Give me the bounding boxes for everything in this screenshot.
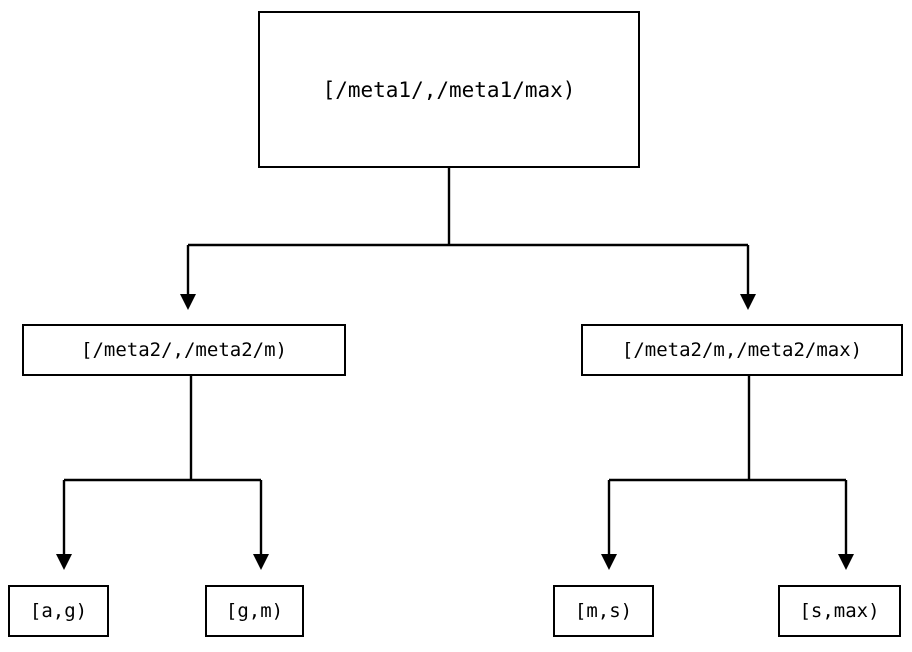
node-mid-left-label: [/meta2/,/meta2/m): [81, 339, 287, 361]
edge-mid-left-to-leaves: [56, 376, 269, 570]
node-leaf-g-m[interactable]: [g,m): [205, 585, 304, 637]
arrowhead-mid-right-to-leaf-ms: [601, 554, 617, 570]
node-mid-right-label: [/meta2/m,/meta2/max): [621, 339, 863, 361]
node-leaf-s-max-label: [s,max): [799, 600, 880, 622]
arrowhead-root-to-mid-left: [180, 294, 196, 310]
arrowhead-mid-left-to-leaf-ag: [56, 554, 72, 570]
node-mid-right[interactable]: [/meta2/m,/meta2/max): [581, 324, 903, 376]
edge-root-to-mid: [180, 168, 756, 310]
edge-mid-right-to-leaves: [601, 376, 854, 570]
node-root[interactable]: [/meta1/,/meta1/max): [258, 11, 640, 168]
arrowhead-mid-left-to-leaf-gm: [253, 554, 269, 570]
node-leaf-a-g[interactable]: [a,g): [8, 585, 109, 637]
node-mid-left[interactable]: [/meta2/,/meta2/m): [22, 324, 346, 376]
arrowhead-root-to-mid-right: [740, 294, 756, 310]
node-leaf-m-s-label: [m,s): [574, 600, 633, 622]
node-leaf-g-m-label: [g,m): [225, 600, 284, 622]
node-leaf-m-s[interactable]: [m,s): [553, 585, 654, 637]
node-leaf-a-g-label: [a,g): [29, 600, 88, 622]
node-leaf-s-max[interactable]: [s,max): [778, 585, 901, 637]
node-root-label: [/meta1/,/meta1/max): [322, 77, 576, 102]
arrowhead-mid-right-to-leaf-smax: [838, 554, 854, 570]
